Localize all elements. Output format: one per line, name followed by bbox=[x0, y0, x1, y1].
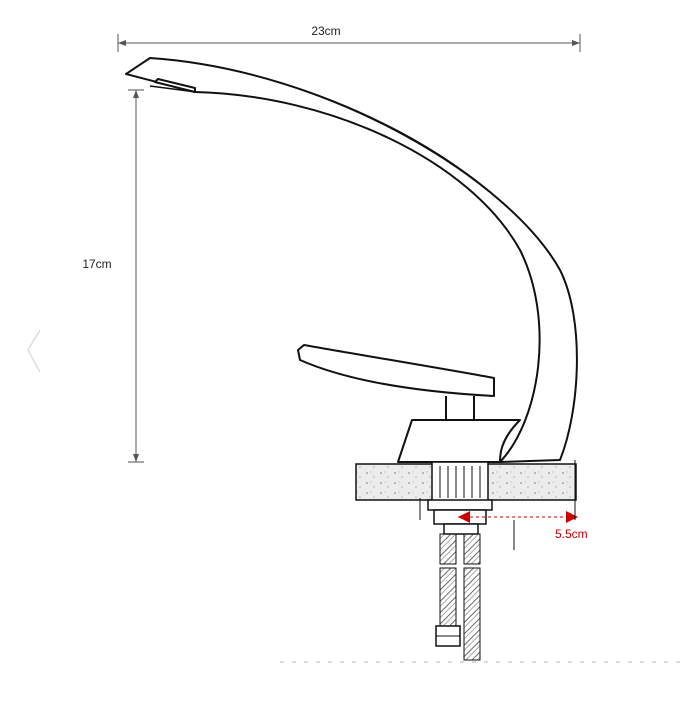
offset-arrow-right bbox=[566, 511, 578, 523]
faucet-spout bbox=[125, 57, 578, 463]
hose-left-lower bbox=[439, 567, 457, 631]
offset-dimension: 5.5cm bbox=[458, 460, 588, 541]
offset-arrow-left bbox=[458, 511, 470, 523]
spout-outlet bbox=[154, 78, 196, 93]
spout-tip-line bbox=[149, 85, 197, 93]
spout-top-edge bbox=[149, 57, 561, 271]
base-block bbox=[397, 419, 521, 463]
washer bbox=[427, 499, 493, 511]
height-label: 17cm bbox=[82, 257, 111, 271]
faucet-handle bbox=[297, 344, 495, 421]
chevron-left-icon bbox=[27, 329, 41, 373]
handle-lever bbox=[297, 344, 495, 397]
mounting-shank bbox=[431, 461, 489, 503]
width-dimension: 23cm bbox=[117, 24, 581, 52]
spout-outline bbox=[125, 57, 578, 463]
nut-lower bbox=[443, 523, 479, 535]
height-arrow-bottom bbox=[133, 454, 139, 462]
width-label: 23cm bbox=[311, 24, 340, 38]
offset-label: 5.5cm bbox=[555, 527, 588, 541]
hose-right-lower bbox=[463, 567, 481, 661]
height-dimension: 17cm bbox=[82, 89, 144, 463]
braided-hoses bbox=[435, 533, 481, 661]
countertop bbox=[355, 461, 577, 503]
hose-left-upper bbox=[439, 533, 457, 565]
hose-right-upper bbox=[463, 533, 481, 565]
handle-stem bbox=[445, 396, 475, 421]
height-arrow-top bbox=[133, 90, 139, 98]
width-arrow-right bbox=[572, 40, 580, 46]
width-arrow-left bbox=[118, 40, 126, 46]
faucet-base bbox=[397, 419, 521, 463]
